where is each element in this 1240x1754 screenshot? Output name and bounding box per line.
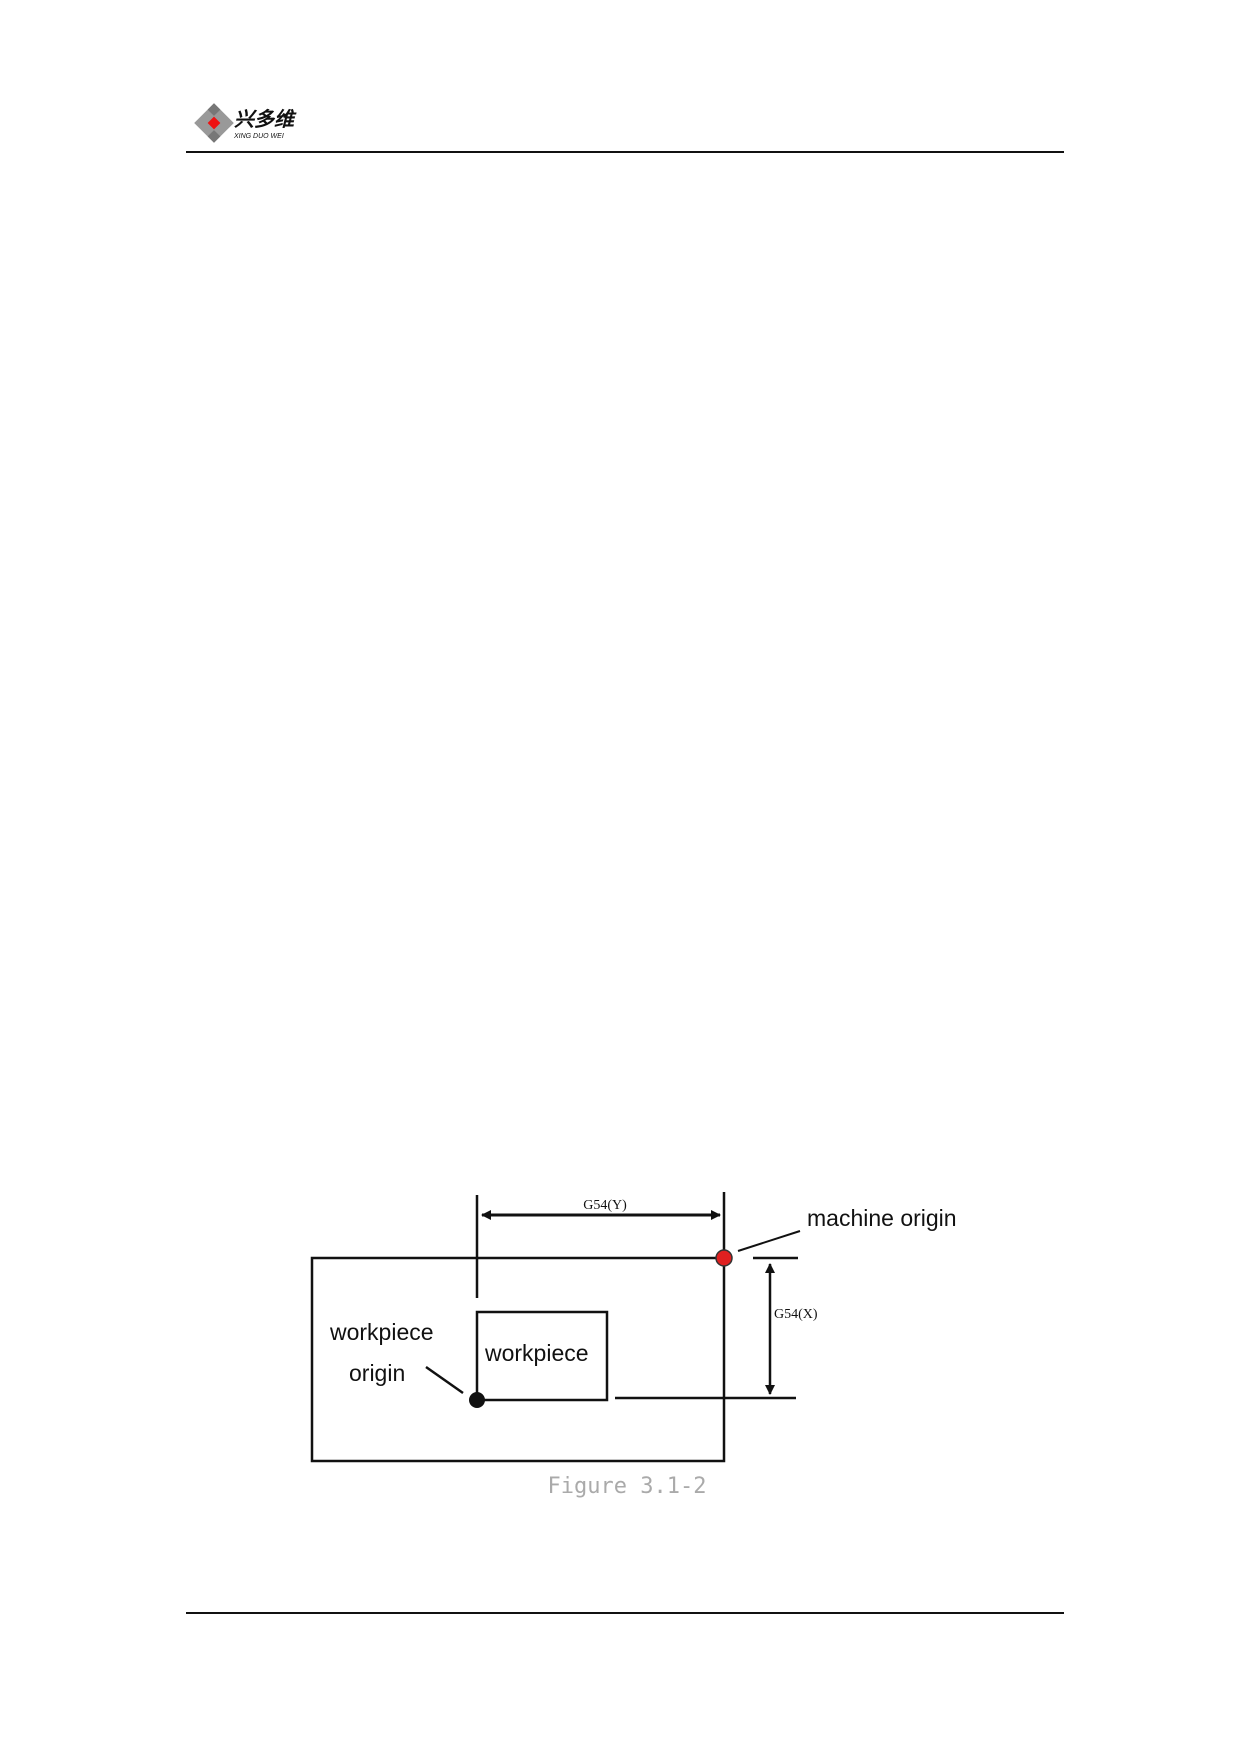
machine-origin-label: machine origin bbox=[807, 1205, 957, 1231]
workpiece-origin-label-line2: origin bbox=[349, 1360, 405, 1386]
g54-y-label: G54(Y) bbox=[583, 1198, 627, 1213]
machine-origin-dot bbox=[715, 1249, 733, 1267]
machine-origin-leader bbox=[737, 1230, 801, 1252]
workpiece-origin-leader bbox=[425, 1365, 464, 1395]
figure-caption: Figure 3.1-2 bbox=[547, 1474, 707, 1499]
workpiece-label: workpiece bbox=[484, 1340, 589, 1366]
company-logo: 兴多维 XING DUO WEI bbox=[194, 103, 297, 143]
workpiece-origin-dot bbox=[469, 1392, 485, 1408]
svg-text:兴多维: 兴多维 bbox=[234, 107, 297, 131]
workpiece-outline bbox=[475, 1310, 609, 1402]
svg-text:XING DUO WEI: XING DUO WEI bbox=[233, 133, 284, 140]
header-rule bbox=[186, 151, 1064, 153]
workpiece-origin-label-line1: workpiece bbox=[329, 1319, 434, 1345]
footer-rule bbox=[186, 1612, 1064, 1614]
g54-x-label: G54(X) bbox=[774, 1307, 818, 1322]
machine-table-outline bbox=[310, 1256, 726, 1463]
